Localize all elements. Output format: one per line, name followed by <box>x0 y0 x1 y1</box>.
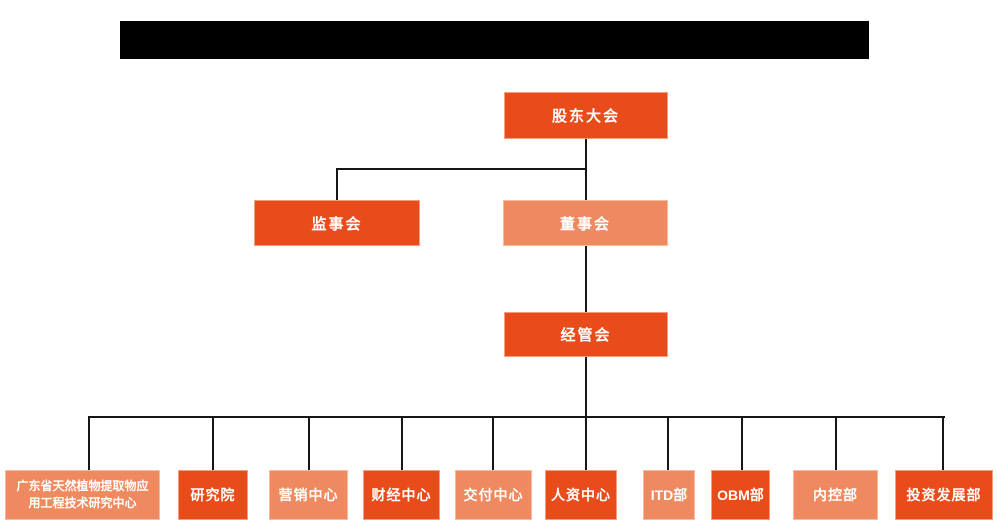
connector-drop-board <box>585 170 587 200</box>
redacted-title-bar <box>120 21 869 59</box>
connector-departments-horizontal <box>88 416 945 418</box>
connector-drop-research-center <box>88 416 90 470</box>
org-node-management-committee: 经管会 <box>504 312 668 357</box>
org-node-supervisory-board: 监事会 <box>254 200 420 246</box>
org-node-research-center: 广东省天然植物提取物应用工程技术研究中心 <box>5 470 160 520</box>
connector-drop-marketing-center <box>308 416 310 470</box>
org-node-shareholders-meeting: 股东大会 <box>504 92 668 139</box>
connector-board-to-management <box>585 246 587 312</box>
org-node-finance-center: 财经中心 <box>363 470 440 520</box>
org-node-marketing-center: 营销中心 <box>269 470 348 520</box>
connector-drop-hr-center <box>585 416 587 470</box>
connector-drop-internal-control-dept <box>835 416 837 470</box>
org-node-investment-dev-dept: 投资发展部 <box>895 470 993 520</box>
org-node-itd-dept: ITD部 <box>643 470 695 520</box>
org-node-board-of-directors: 董事会 <box>503 200 668 246</box>
connector-drop-itd-dept <box>667 416 669 470</box>
connector-level2-horizontal <box>336 168 587 170</box>
connector-management-down <box>585 357 587 418</box>
connector-drop-finance-center <box>401 416 403 470</box>
connector-drop-delivery-center <box>492 416 494 470</box>
org-node-research-institute: 研究院 <box>178 470 248 520</box>
org-node-hr-center: 人资中心 <box>545 470 617 520</box>
org-node-obm-dept: OBM部 <box>711 470 770 520</box>
connector-drop-supervisory <box>336 168 338 200</box>
connector-root-down <box>585 139 587 170</box>
connector-drop-obm-dept <box>741 416 743 470</box>
connector-drop-investment-dev-dept <box>942 416 944 470</box>
org-node-delivery-center: 交付中心 <box>455 470 532 520</box>
org-node-internal-control-dept: 内控部 <box>793 470 878 520</box>
connector-drop-research-institute <box>212 416 214 470</box>
